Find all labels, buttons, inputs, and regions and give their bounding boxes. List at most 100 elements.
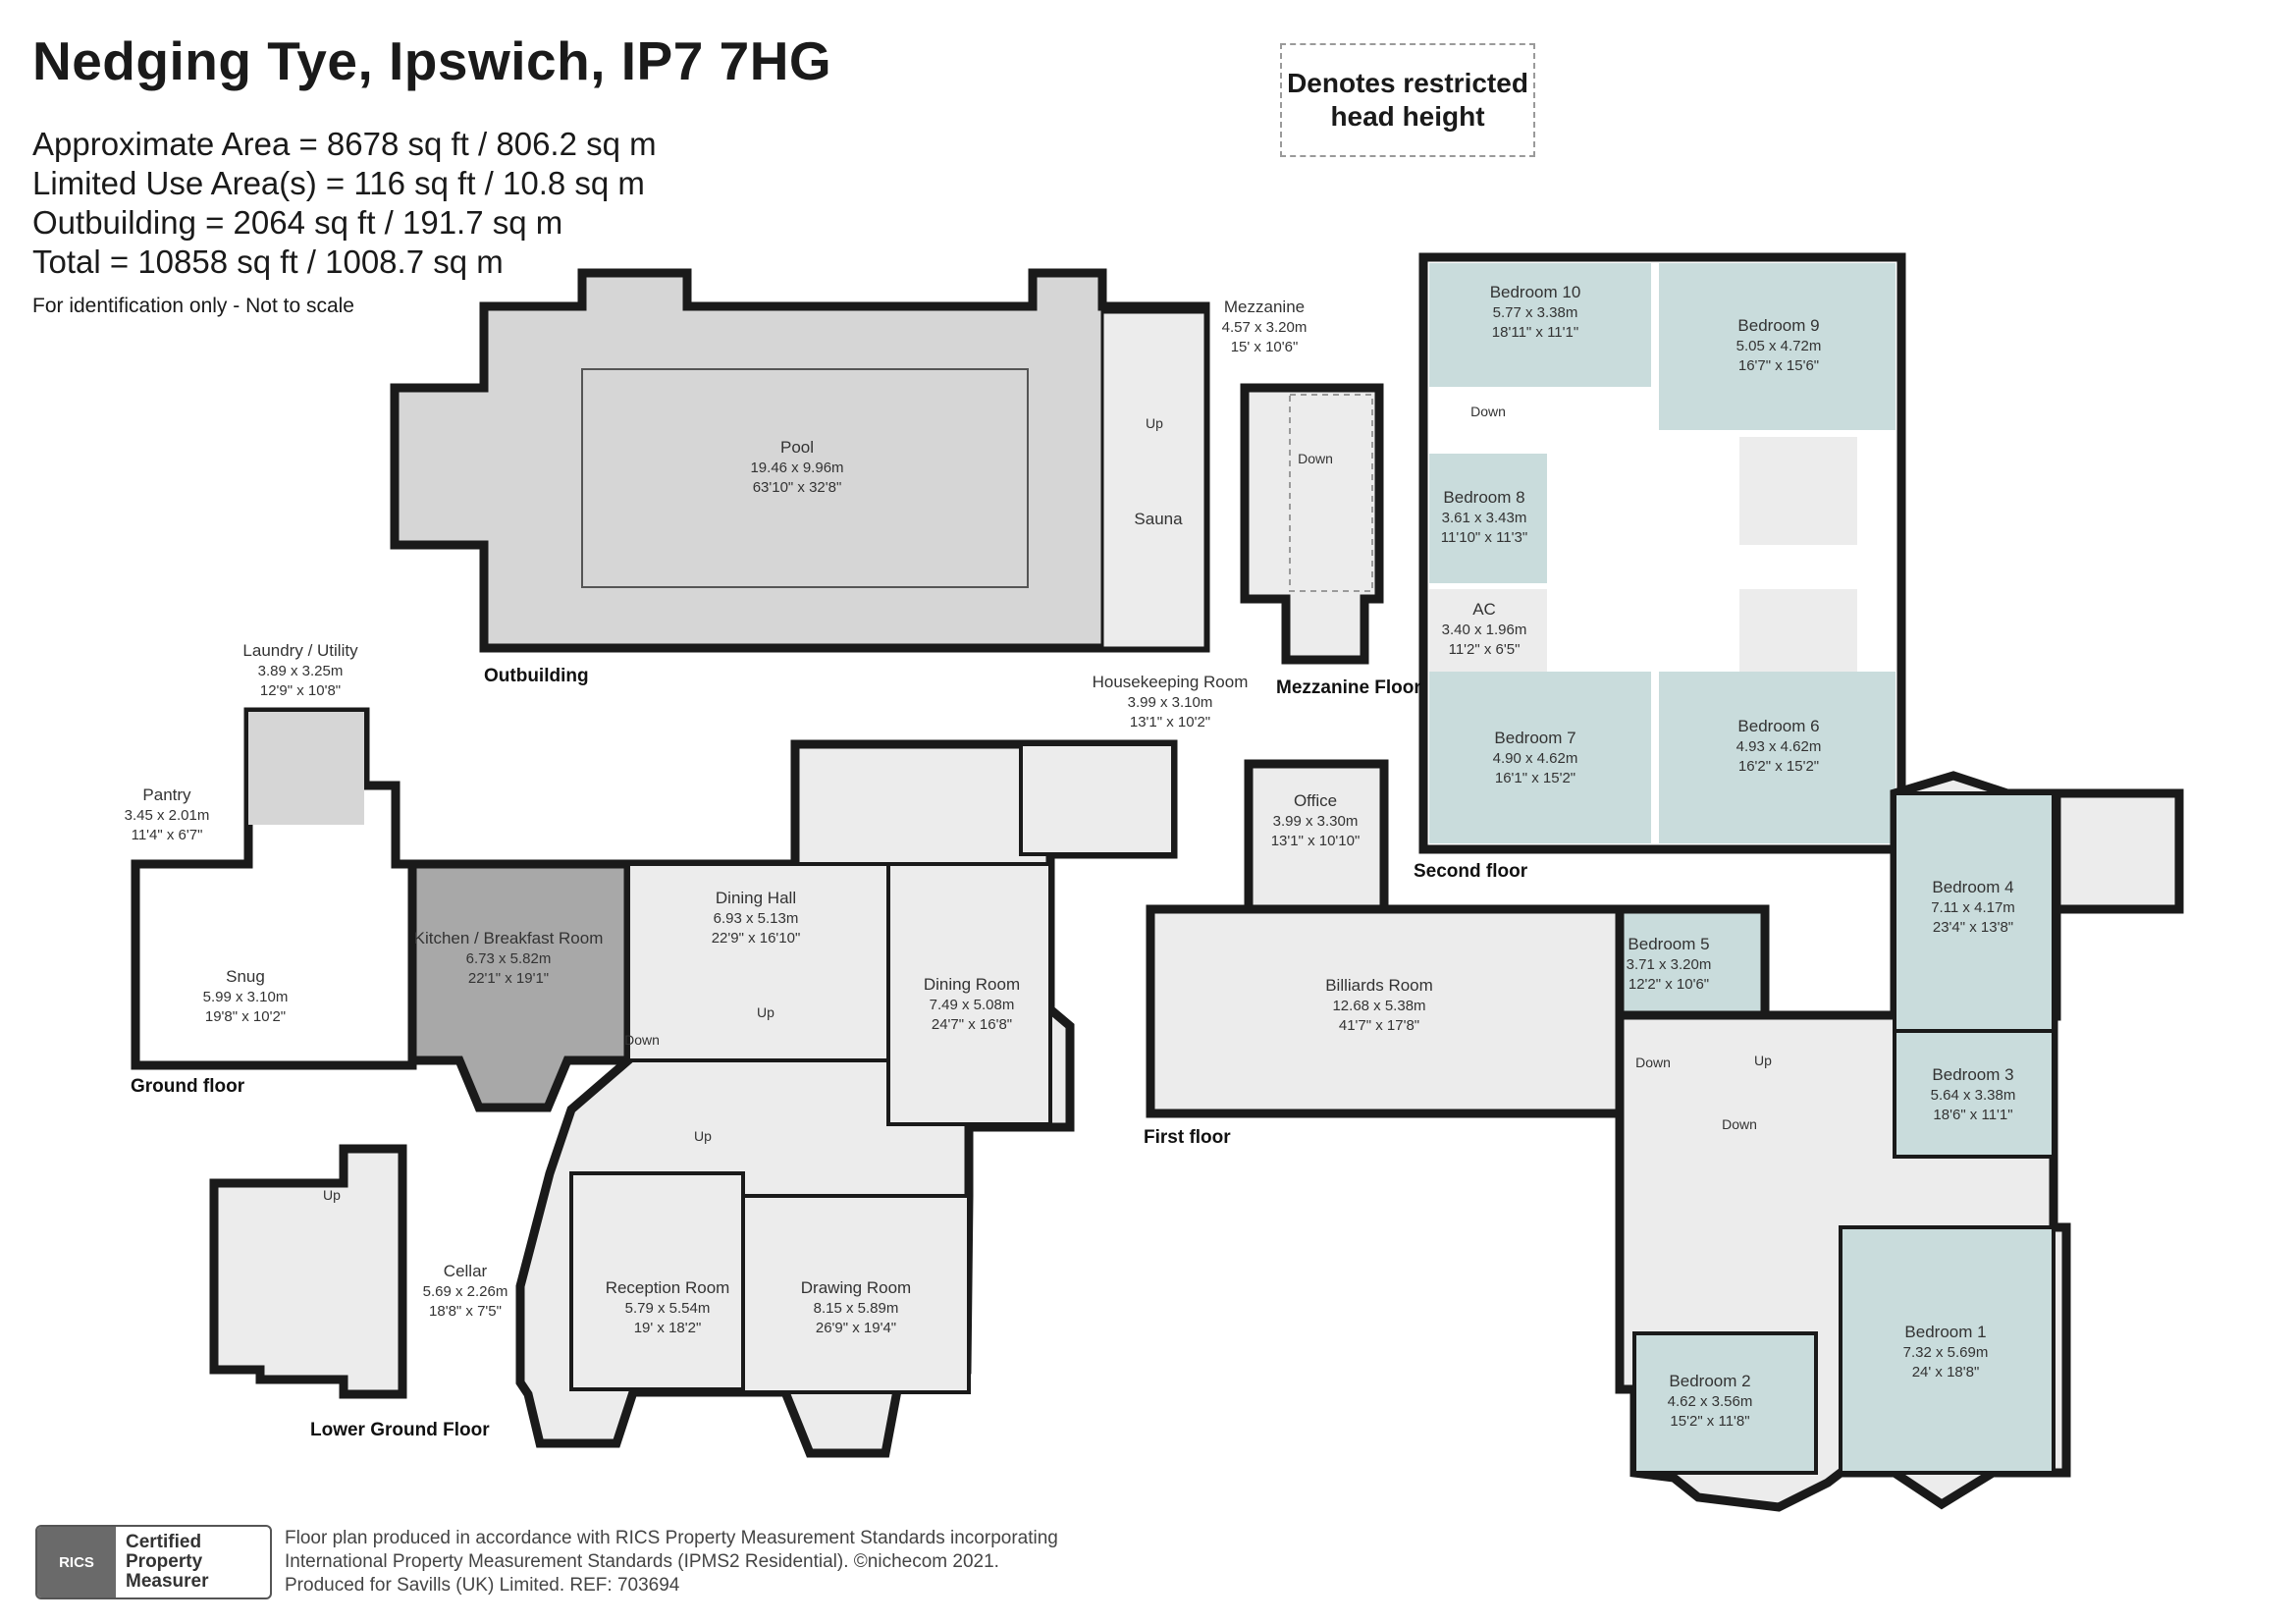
bedroom-1-metric: 7.32 x 5.69m <box>1903 1344 1989 1361</box>
stair-down-label: Down <box>1635 1055 1671 1070</box>
pool-metric: 19.46 x 9.96m <box>750 460 843 476</box>
bedroom-4-metric: 7.11 x 4.17m <box>1931 899 2015 916</box>
kitchen-name: Kitchen / Breakfast Room <box>414 929 604 947</box>
scale-note: For identification only - Not to scale <box>32 295 354 317</box>
outbuilding-floor-label: Outbuilding <box>484 666 589 686</box>
office-imperial: 13'1" x 10'10" <box>1271 833 1361 849</box>
footer-line: Floor plan produced in accordance with R… <box>285 1528 1058 1548</box>
snug-name: Snug <box>226 967 265 986</box>
approximate-area: Approximate Area = 8678 sq ft / 806.2 sq… <box>32 126 657 162</box>
second-floor-bathroom-1 <box>1739 437 1857 545</box>
pool-plant-rooms <box>1100 310 1207 650</box>
second-floor-label: Second floor <box>1414 861 1528 882</box>
first-floor-bathroom <box>2052 788 2184 914</box>
dining-hall-imperial: 22'9" x 16'10" <box>712 930 801 947</box>
ac-metric: 3.40 x 1.96m <box>1442 622 1527 638</box>
footer-line: International Property Measurement Stand… <box>285 1551 999 1572</box>
drawing-metric: 8.15 x 5.89m <box>814 1300 899 1317</box>
outbuilding-area: Outbuilding = 2064 sq ft / 191.7 sq m <box>32 204 563 241</box>
cellar-metric: 5.69 x 2.26m <box>423 1283 508 1300</box>
bedroom-5-imperial: 12'2" x 10'6" <box>1629 976 1709 993</box>
ground-floor-label: Ground floor <box>131 1076 245 1097</box>
cert-line: Certified <box>126 1532 202 1552</box>
bedroom-4-imperial: 23'4" x 13'8" <box>1933 919 2013 936</box>
room-labels: Pool 19.46 x 9.96m 63'10" x 32'8" Sauna … <box>125 283 2016 1430</box>
mezzanine-name: Mezzanine <box>1224 298 1305 316</box>
bedroom-10-metric: 5.77 x 3.38m <box>1493 304 1578 321</box>
laundry-metric: 3.89 x 3.25m <box>258 663 344 679</box>
dining-room-imperial: 24'7" x 16'8" <box>932 1016 1012 1033</box>
stair-down-label: Down <box>624 1032 660 1048</box>
bedroom-1-area <box>1839 1225 2056 1475</box>
stair-up-label: Up <box>1754 1053 1772 1068</box>
bedroom-10-area <box>1429 263 1651 387</box>
kitchen-metric: 6.73 x 5.82m <box>466 950 552 967</box>
housekeeping-name: Housekeeping Room <box>1093 673 1249 691</box>
mezzanine-wall <box>1240 383 1384 665</box>
bedroom-3-metric: 5.64 x 3.38m <box>1931 1087 2016 1104</box>
bedroom-1-imperial: 24' x 18'8" <box>1912 1364 1980 1380</box>
total-area: Total = 10858 sq ft / 1008.7 sq m <box>32 244 504 280</box>
snug-metric: 5.99 x 3.10m <box>203 989 289 1005</box>
drawing-name: Drawing Room <box>801 1278 911 1297</box>
ac-area <box>1429 589 1547 674</box>
office-metric: 3.99 x 3.30m <box>1273 813 1359 830</box>
billiards-name: Billiards Room <box>1325 976 1433 995</box>
ac-imperial: 11'2" x 6'5" <box>1449 641 1521 658</box>
stair-up-label: Up <box>1146 415 1163 431</box>
cert-line: Measurer <box>126 1571 209 1592</box>
second-floor-bathroom-2 <box>1739 589 1857 672</box>
bedroom-5-area <box>1615 904 1770 1020</box>
lower-ground-floor-label: Lower Ground Floor <box>310 1420 490 1440</box>
bedroom-3-area <box>1893 1029 2056 1159</box>
reception-imperial: 19' x 18'2" <box>634 1320 702 1336</box>
bedroom-6-imperial: 16'2" x 15'2" <box>1738 758 1819 775</box>
mezzanine-metric: 4.57 x 3.20m <box>1222 319 1308 336</box>
sauna-name: Sauna <box>1134 510 1183 528</box>
reception-name: Reception Room <box>606 1278 730 1297</box>
stair-down-label: Down <box>1298 451 1333 466</box>
stair-up-label: Up <box>757 1004 774 1020</box>
snug-imperial: 19'8" x 10'2" <box>205 1008 286 1025</box>
cellar-imperial: 18'8" x 7'5" <box>429 1303 502 1320</box>
mezzanine-floor-label: Mezzanine Floor <box>1276 677 1421 698</box>
certified-measurer-badge: RICS Certified Property Measurer <box>35 1525 272 1599</box>
laundry-name: Laundry / Utility <box>242 641 358 660</box>
bedroom-7-metric: 4.90 x 4.62m <box>1493 750 1578 767</box>
office-name: Office <box>1294 791 1337 810</box>
dining-room-name: Dining Room <box>924 975 1020 994</box>
kitchen-imperial: 22'1" x 19'1" <box>468 970 549 987</box>
reception-metric: 5.79 x 5.54m <box>625 1300 711 1317</box>
dining-hall-name: Dining Hall <box>716 889 796 907</box>
bedroom-6-name: Bedroom 6 <box>1737 717 1819 735</box>
rics-logo: RICS <box>37 1527 116 1597</box>
ac-name: AC <box>1472 600 1496 619</box>
bedroom-2-name: Bedroom 2 <box>1669 1372 1750 1390</box>
bedroom-6-area <box>1659 672 1896 843</box>
bedroom-5-metric: 3.71 x 3.20m <box>1627 956 1712 973</box>
bedroom-4-area <box>1893 791 2056 1033</box>
dining-room-metric: 7.49 x 5.08m <box>930 997 1015 1013</box>
stair-up-label: Up <box>323 1187 341 1203</box>
dining-room-area <box>886 862 1052 1126</box>
stair-down-label: Down <box>1470 404 1506 419</box>
bedroom-8-area <box>1429 454 1547 583</box>
pool-imperial: 63'10" x 32'8" <box>753 479 842 496</box>
page-title: Nedging Tye, Ipswich, IP7 7HG <box>32 30 832 91</box>
mezzanine-imperial: 15' x 10'6" <box>1231 339 1299 355</box>
housekeeping-metric: 3.99 x 3.10m <box>1128 694 1213 711</box>
bedroom-9-name: Bedroom 9 <box>1737 316 1819 335</box>
office-area <box>1244 759 1389 914</box>
billiards-imperial: 41'7" x 17'8" <box>1339 1017 1419 1034</box>
laundry-imperial: 12'9" x 10'8" <box>260 682 341 699</box>
cellar-wall <box>209 1144 407 1399</box>
limited-use-area: Limited Use Area(s) = 116 sq ft / 10.8 s… <box>32 165 645 201</box>
billiards-metric: 12.68 x 5.38m <box>1332 998 1425 1014</box>
bedroom-7-name: Bedroom 7 <box>1494 729 1575 747</box>
footer-line: Produced for Savills (UK) Limited. REF: … <box>285 1575 680 1596</box>
bedroom-2-imperial: 15'2" x 11'8" <box>1670 1413 1749 1430</box>
bedroom-4-name: Bedroom 4 <box>1932 878 2013 896</box>
bedroom-8-metric: 3.61 x 3.43m <box>1442 510 1527 526</box>
bedroom-7-area <box>1429 672 1651 843</box>
